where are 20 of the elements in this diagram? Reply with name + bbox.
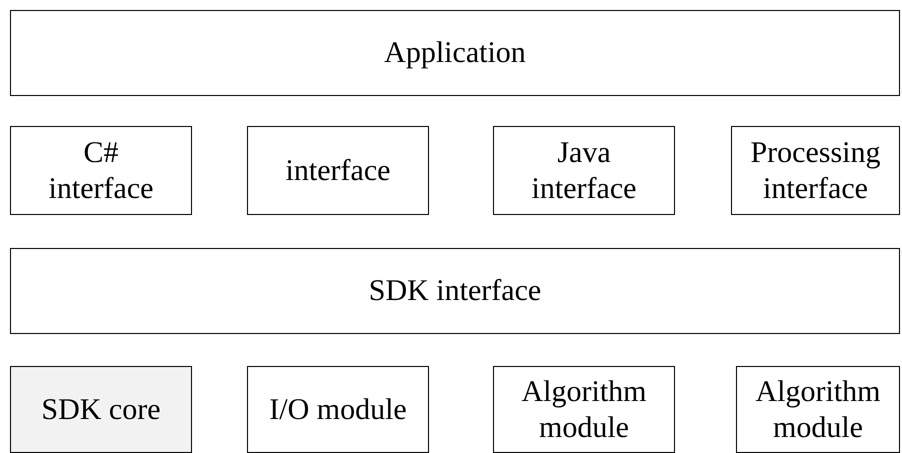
- box-label: C# interface: [48, 134, 154, 206]
- box-label: SDK core: [41, 392, 161, 428]
- box-label: I/O module: [269, 392, 407, 428]
- module-box: [247, 366, 429, 453]
- box-label: Algorithm module: [754, 374, 882, 446]
- interface-box: [493, 126, 675, 215]
- layer-box: [10, 10, 900, 96]
- module-box: [736, 366, 900, 453]
- box-label: Application: [384, 35, 526, 71]
- interface-box: [247, 126, 429, 215]
- module-box: [10, 366, 192, 453]
- box-label: Algorithm module: [520, 374, 648, 446]
- module-box: [493, 366, 675, 453]
- box-label: interface: [286, 152, 390, 188]
- box-label: Processing interface: [750, 134, 882, 206]
- box-label: SDK interface: [368, 273, 542, 309]
- interface-box: [10, 126, 192, 215]
- layer-box: [10, 248, 900, 334]
- box-label: Java interface: [530, 134, 638, 206]
- interface-box: [731, 126, 900, 215]
